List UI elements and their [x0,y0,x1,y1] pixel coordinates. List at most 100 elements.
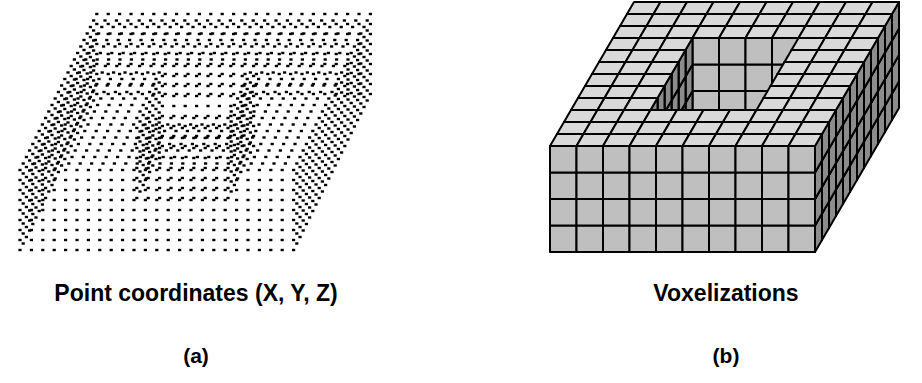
point-dot [38,210,41,212]
point-dot [22,182,25,184]
point-dot [134,26,137,28]
point-dot [167,199,170,201]
point-dot [215,197,218,199]
point-dot [252,75,255,77]
point-dot [321,150,324,152]
point-dot [239,141,242,143]
point-dot [242,164,245,166]
point-dot [321,170,324,172]
point-dot [281,239,284,241]
point-dot [340,111,343,113]
point-dot [164,23,167,25]
point-dot [71,84,74,86]
point-dot [215,167,218,169]
point-dot [233,174,236,176]
point-dot [239,121,242,123]
point-dot [75,179,78,181]
point-dot [66,131,69,133]
point-dot [346,53,349,55]
point-dot [232,13,235,15]
point-dot [57,141,60,143]
point-dot [89,26,92,28]
point-dot [356,109,359,111]
point-dot [39,149,42,151]
point-dot [207,156,210,158]
point-dot [241,75,244,77]
point-dot [233,184,236,186]
point-dot [186,43,189,45]
point-dot [41,179,44,181]
point-dot [343,75,346,77]
point-dot [183,19,186,21]
point-dot [303,78,306,80]
point-dot [186,63,189,65]
point-dot [135,197,138,199]
point-dot [151,114,154,116]
point-dot [321,120,324,122]
point-dot [274,19,277,21]
voxel-front [746,65,773,92]
point-dot [215,177,218,179]
point-dot [201,219,204,221]
point-dot [100,26,103,28]
point-dot [346,58,349,60]
point-dot [330,171,333,173]
point-dot [303,123,306,125]
point-dot [41,123,44,125]
point-dot [292,179,295,181]
point-dot [164,53,167,55]
point-dot [132,169,135,171]
point-dot [276,156,279,158]
point-dot [343,95,346,97]
point-dot [158,71,161,73]
point-dot [73,118,76,120]
point-dot [107,23,110,25]
point-dot [113,45,116,47]
point-dot [89,66,92,68]
point-dot [191,143,194,145]
point-dot [332,65,335,67]
point-dot [34,196,37,198]
point-dot [76,92,79,94]
point-dot [139,39,142,41]
point-dot [120,78,123,80]
point-dot [331,19,334,21]
point-dot [221,58,224,60]
point-dot [161,105,164,107]
point-dot [311,160,314,162]
point-dot [215,117,218,119]
point-dot [178,189,181,191]
point-dot [41,189,44,191]
point-dot [155,179,158,181]
point-dot [144,52,147,54]
point-dot [64,239,67,241]
point-dot [252,115,255,117]
point-dot [137,91,140,93]
point-dot [295,117,298,119]
point-dot [167,179,170,181]
point-dot [278,13,281,15]
point-dot [62,149,65,151]
point-dot [112,117,115,119]
point-dot [314,78,317,80]
point-dot [66,81,69,83]
point-dot [41,133,44,135]
point-dot [305,193,308,195]
point-dot [320,65,323,67]
point-dot [302,179,305,181]
point-dot [209,83,212,85]
point-dot [281,179,284,181]
point-dot [25,206,28,208]
point-dot [335,23,338,25]
point-dot [135,167,138,169]
point-dot [305,223,308,225]
point-dot [304,52,307,54]
point-dot [244,104,247,106]
point-dot [204,177,207,179]
point-dot [142,174,145,176]
point-dot [175,13,178,15]
point-dot [91,136,94,138]
point-dot [164,58,167,60]
point-dot [138,150,141,152]
point-dot [337,118,340,120]
